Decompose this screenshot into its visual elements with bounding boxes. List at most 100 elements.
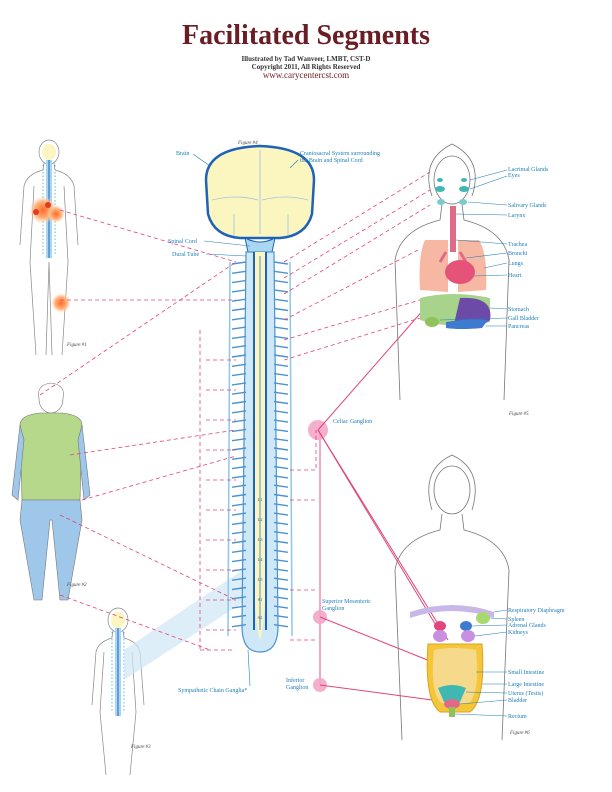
nerve-root: [273, 605, 289, 609]
nerve-root: [231, 503, 247, 507]
skull-brain: [204, 144, 316, 253]
inferior-ganglion-label: Inferior: [286, 677, 304, 684]
nerve-root: [273, 512, 289, 516]
nerve-root: [231, 596, 247, 600]
vertebra-label-s1: S1: [258, 597, 263, 602]
pancreas: [446, 319, 488, 329]
nerve-root: [273, 475, 289, 479]
nerve-root: [231, 465, 247, 470]
nerve-root: [231, 391, 247, 395]
dural-tube-label: Dural Tube: [172, 252, 200, 258]
nerve-root: [273, 400, 289, 405]
nerve-root: [231, 326, 247, 330]
nerve-root: [231, 400, 247, 405]
nerve-root: [273, 568, 289, 572]
trachea-label: Trachea: [508, 242, 527, 248]
figure-2-body: [11, 382, 91, 601]
spinal-nerve-roots: [231, 261, 289, 628]
spinal-cord-label: Spinal Cord: [168, 239, 197, 245]
figure-3-label: Figure #3: [130, 745, 151, 750]
uterus-label: Uterus (Testis): [508, 690, 543, 697]
large-intestine-label: Large Intestine: [508, 682, 544, 688]
figure-6-label: Figure #6: [509, 731, 530, 736]
nerve-root: [273, 456, 289, 460]
nerve-root: [273, 558, 289, 563]
nerve-root: [231, 428, 247, 433]
nerve-root: [273, 382, 289, 386]
nerve-root: [273, 372, 289, 377]
nerve-root: [231, 549, 247, 553]
superior-mesenteric-label-line2: Ganglion: [322, 606, 344, 612]
lungs: [419, 240, 448, 292]
nerve-root: [273, 391, 289, 395]
kidneys: [433, 630, 447, 642]
kidneys-label: Kidneys: [508, 630, 529, 636]
vertebra-label-s2: S2: [258, 615, 263, 620]
nerve-root: [273, 521, 289, 526]
bladder-label: Bladder: [508, 698, 527, 704]
eyes-label: Eyes: [508, 173, 520, 179]
ganglia: [308, 420, 328, 692]
nerve-root: [273, 596, 289, 600]
vertebra-label-l5: L5: [258, 577, 264, 582]
nerve-root: [231, 270, 247, 274]
figure-3-spine: [111, 612, 125, 716]
nerve-root: [273, 549, 289, 553]
uterus: [438, 685, 466, 702]
heart-label: Heart: [508, 273, 522, 279]
illustrator-credit: Illustrated by Tad Wanveer, LMBT, CST-D: [241, 55, 371, 63]
nerve-root: [273, 307, 289, 312]
nerve-root: [231, 289, 247, 293]
vertebra-labels: L1 L2 L3 L4 L5 S1 S2: [258, 497, 264, 620]
nerve-root: [231, 558, 247, 563]
nerve-root: [273, 326, 289, 330]
lacrimal-glands-label: Lacrimal Glands: [508, 167, 549, 173]
lacrimal-glands: [437, 178, 443, 182]
nerve-root: [273, 614, 289, 619]
nerve-root: [273, 503, 289, 507]
nerve-root: [231, 624, 247, 628]
nerve-root: [273, 493, 289, 498]
website-link[interactable]: www.carycentercst.com: [262, 70, 350, 80]
nerve-root: [231, 577, 247, 581]
vertebra-label-l1: L1: [258, 497, 263, 502]
craniosacral-label-line2: the Brain and Spinal Cord: [300, 158, 363, 164]
bronchi: [438, 251, 468, 263]
spleen: [476, 612, 490, 624]
nerve-root: [231, 419, 247, 423]
nerve-root: [231, 261, 247, 265]
figure-6-body: [394, 454, 510, 741]
rectum: [449, 707, 455, 717]
nerve-root: [273, 345, 289, 349]
nerve-root: [273, 410, 289, 414]
nerve-root: [273, 279, 289, 284]
figure-4-label: Figure #4: [237, 141, 258, 146]
nerve-root: [231, 531, 247, 535]
upper-organ-labels: Lacrimal Glands Eyes Salivary Glands Lar…: [508, 167, 549, 330]
nerve-root: [231, 345, 247, 349]
segment-dashed-lines: [39, 171, 431, 651]
figure-5-label: Figure #5: [508, 412, 529, 417]
nerve-root: [231, 363, 247, 367]
gall-bladder-label: Gall Bladder: [508, 316, 539, 322]
nerve-root: [273, 419, 289, 423]
celiac-ganglion-label: Celiac Ganglion: [333, 419, 372, 425]
inferior-ganglion-label-line2: Ganglion: [286, 685, 308, 691]
gall-bladder: [425, 317, 439, 327]
nerve-root: [273, 465, 289, 470]
larynx-label: Larynx: [508, 213, 525, 219]
figure-2-label: Figure #2: [66, 583, 87, 588]
nerve-root: [231, 382, 247, 386]
nerve-root: [231, 354, 247, 358]
nerve-root: [273, 540, 289, 544]
eyes: [435, 186, 445, 192]
lungs-label: Lungs: [508, 261, 524, 267]
vertebra-label-l3: L3: [258, 537, 264, 542]
salivary-glands: [437, 199, 445, 205]
pancreas-label: Pancreas: [508, 324, 530, 330]
bronchi-label: Bronchi: [508, 251, 528, 257]
vertebra-label-l4: L4: [258, 557, 264, 562]
nerve-root: [273, 586, 289, 591]
